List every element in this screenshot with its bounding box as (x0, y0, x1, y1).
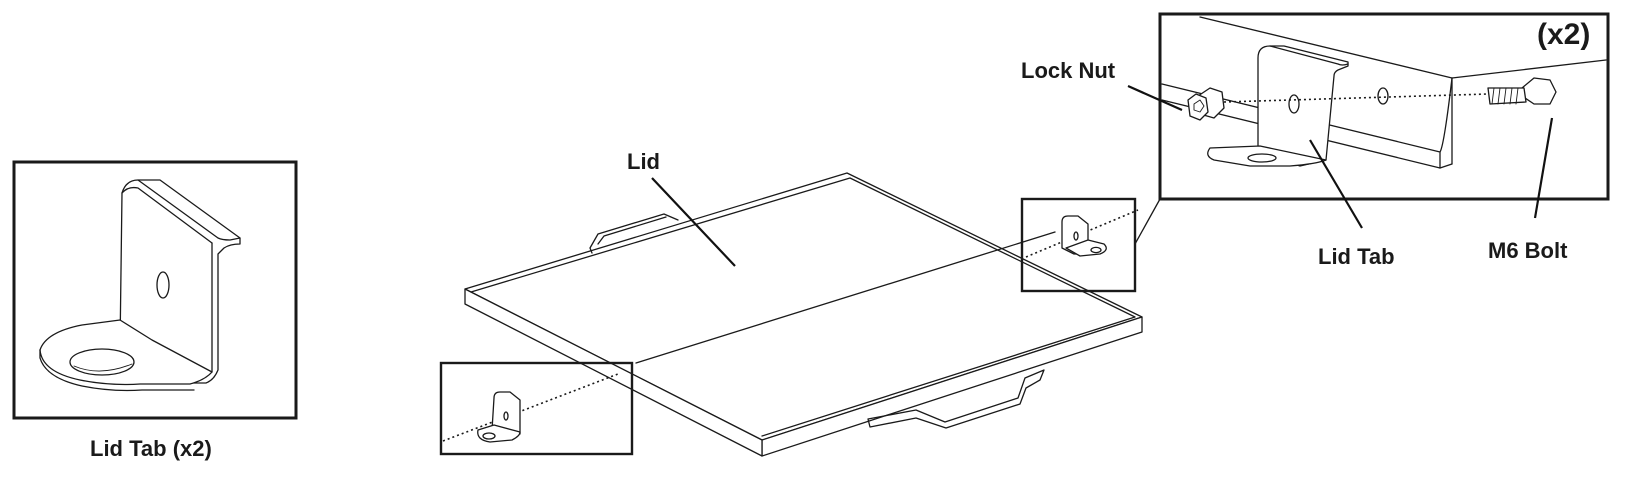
lid-assembly (464, 172, 1143, 457)
m6-bolt-leader-line (1533, 117, 1554, 219)
detail-lid-tab (1207, 45, 1349, 167)
lid-leader-line (651, 177, 736, 267)
detail-inset-frame (1158, 12, 1610, 201)
leader-lines (651, 84, 1554, 267)
lock-nut (1187, 87, 1225, 121)
lid-tab-x2-label: Lid Tab (x2) (90, 436, 212, 461)
lid-tab-label: Lid Tab (1318, 244, 1395, 269)
quantity-x2-label: (x2) (1537, 18, 1591, 51)
lid-front-handle (867, 369, 1045, 429)
lower-tab-callout (439, 361, 634, 456)
lock-nut-label: Lock Nut (1021, 58, 1116, 83)
lid-top-face (464, 172, 1143, 441)
lid-tab-inset (12, 160, 298, 420)
lower-lid-tab (477, 391, 521, 443)
m6-bolt-label: M6 Bolt (1488, 238, 1568, 263)
detail-inset (1158, 12, 1610, 201)
lid-label: Lid (627, 149, 660, 174)
upper-lid-tab (1061, 215, 1107, 257)
lid-tab-part-drawing (39, 179, 241, 392)
lid-tab-leader-line (1309, 139, 1363, 229)
lid-rear-handle (589, 213, 679, 254)
lid-left-edge (464, 288, 763, 457)
m6-bolt (1487, 77, 1557, 105)
lock-nut-leader-line (1127, 84, 1183, 112)
upper-tab-callout (1020, 197, 1161, 293)
